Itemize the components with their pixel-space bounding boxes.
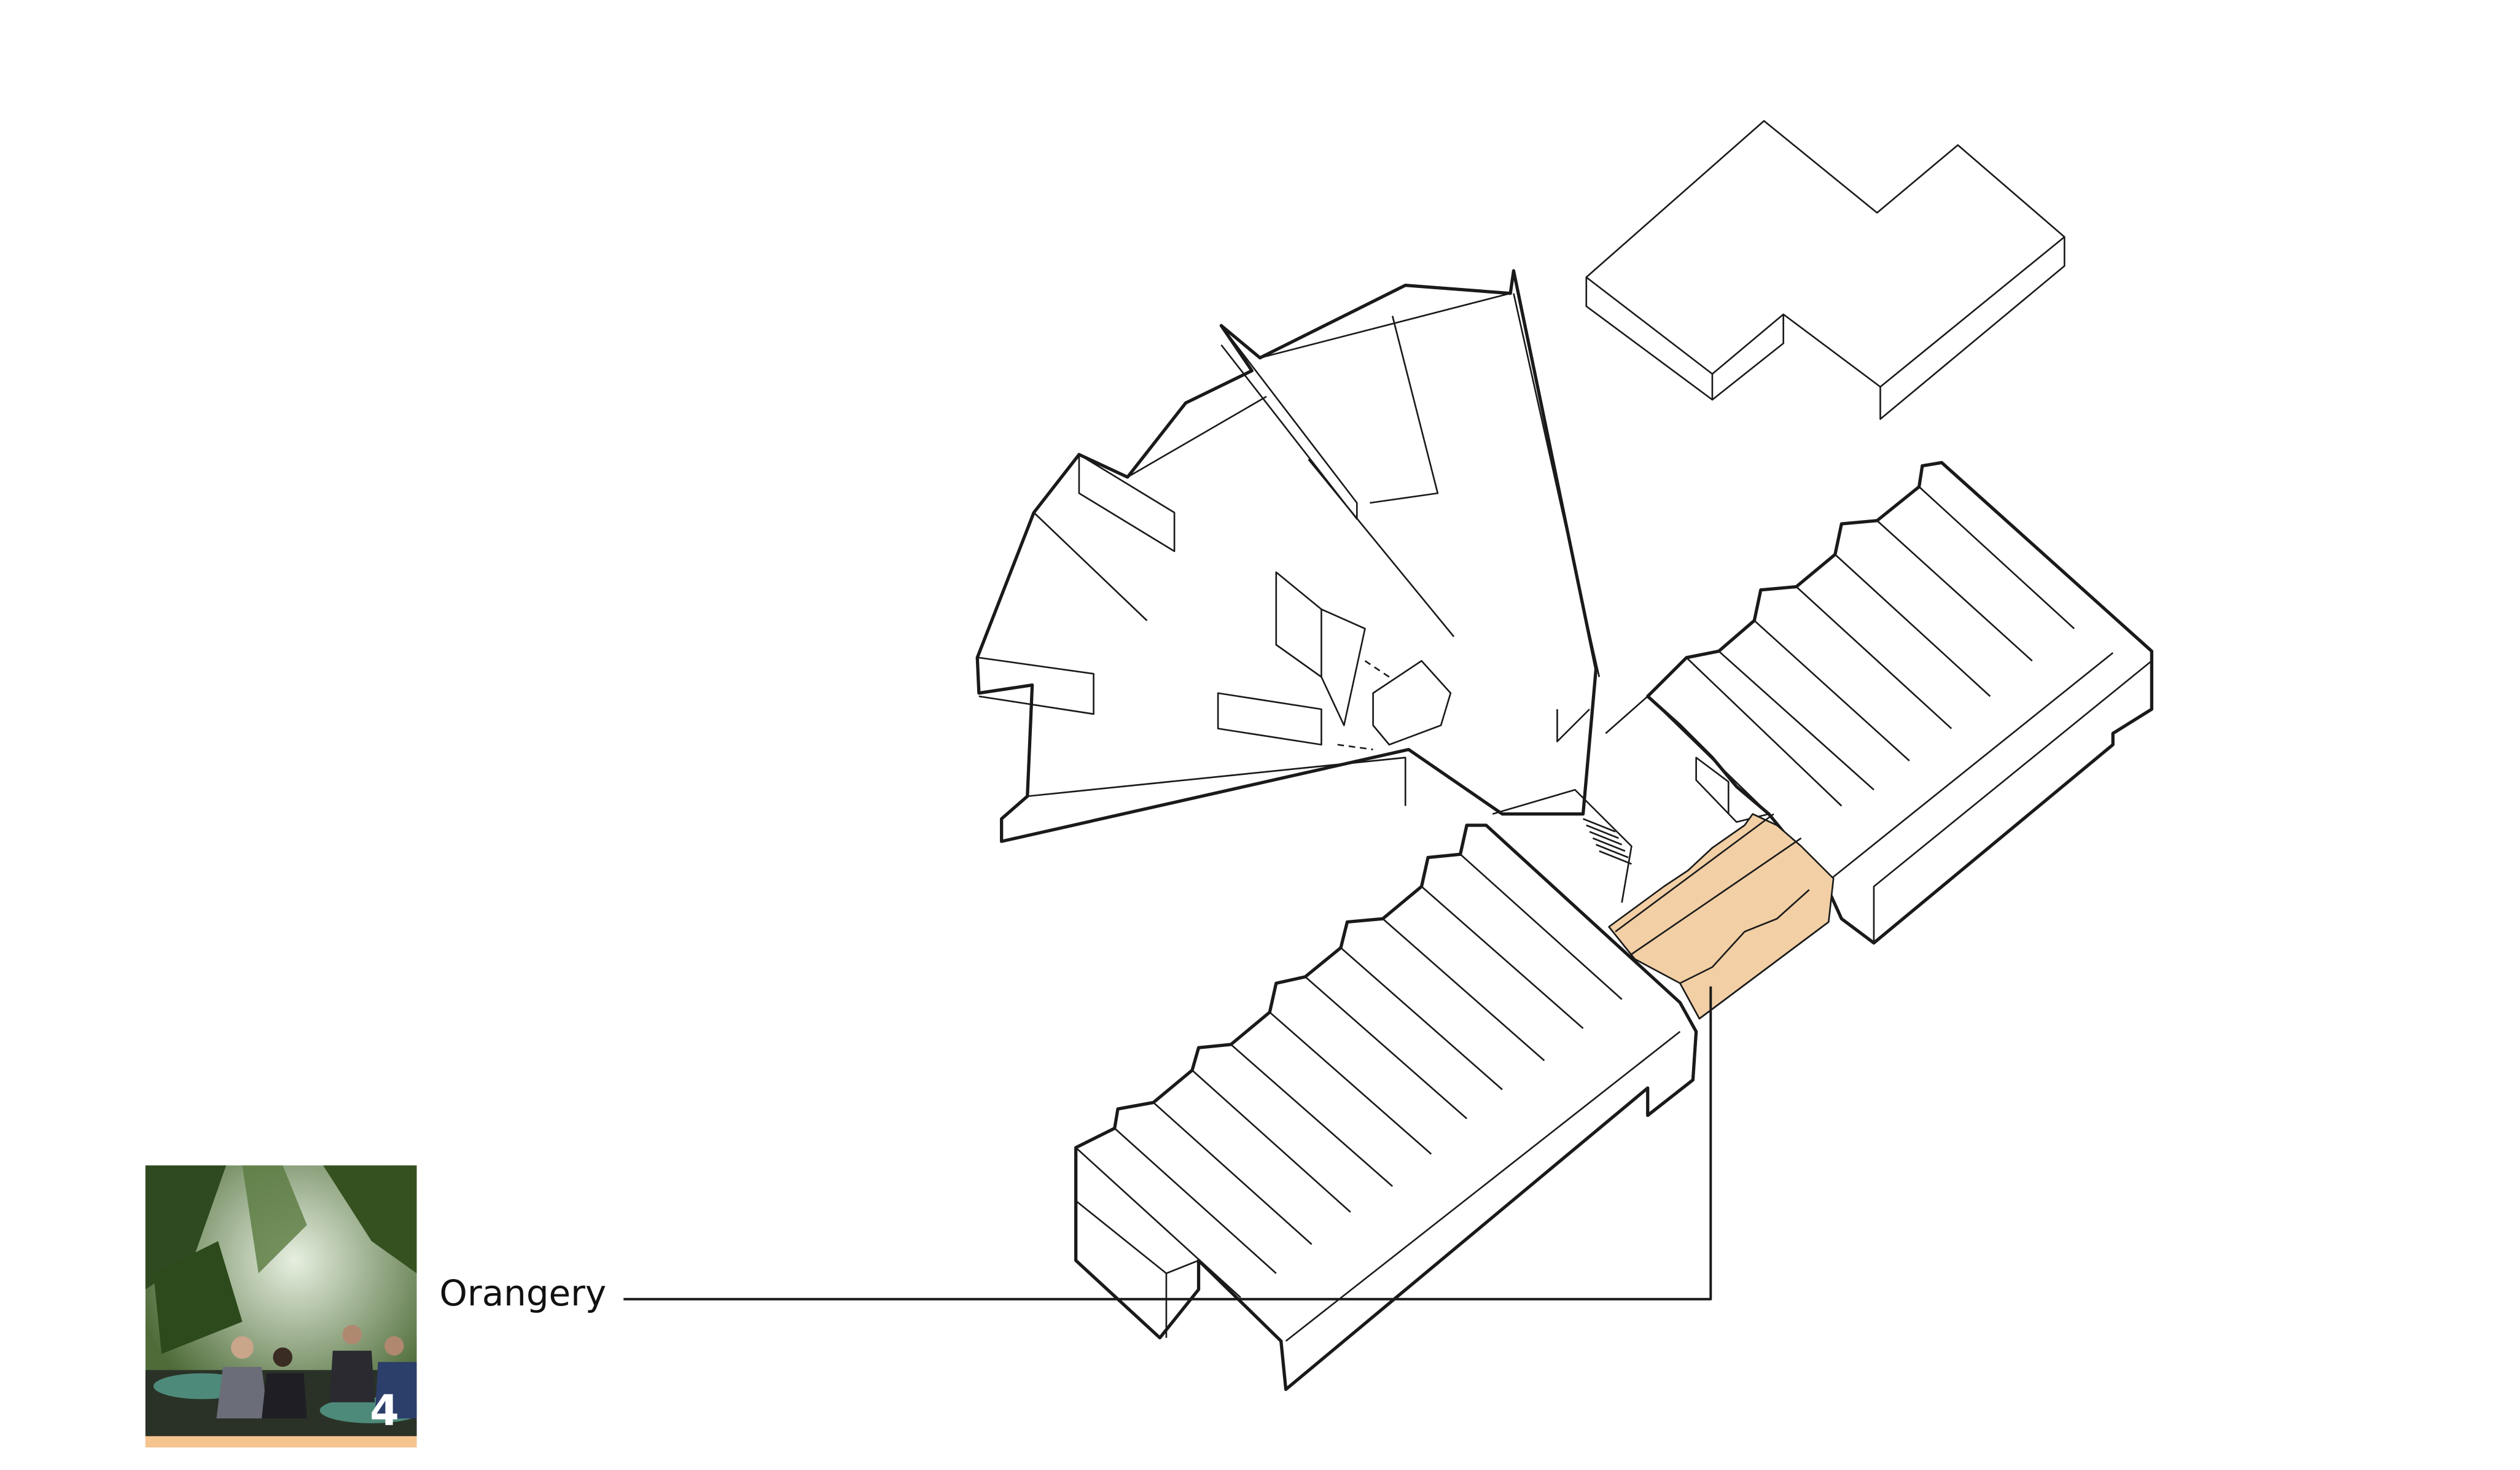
detached-block — [1585, 120, 2066, 420]
lower-glasshouse-wing — [1074, 823, 1698, 1391]
orangery-label: Orangery — [439, 1272, 606, 1314]
fan-pavilion — [975, 269, 1633, 903]
orangery-highlight — [1608, 813, 1835, 1020]
orangery-thumbnail-photo — [145, 1165, 417, 1438]
callout-leader-line — [623, 986, 1712, 1301]
thumbnail-accent-bar — [145, 1436, 417, 1448]
thumbnail-badge-number: 4 — [370, 1387, 399, 1436]
upper-glasshouse-wing — [1605, 461, 2153, 945]
